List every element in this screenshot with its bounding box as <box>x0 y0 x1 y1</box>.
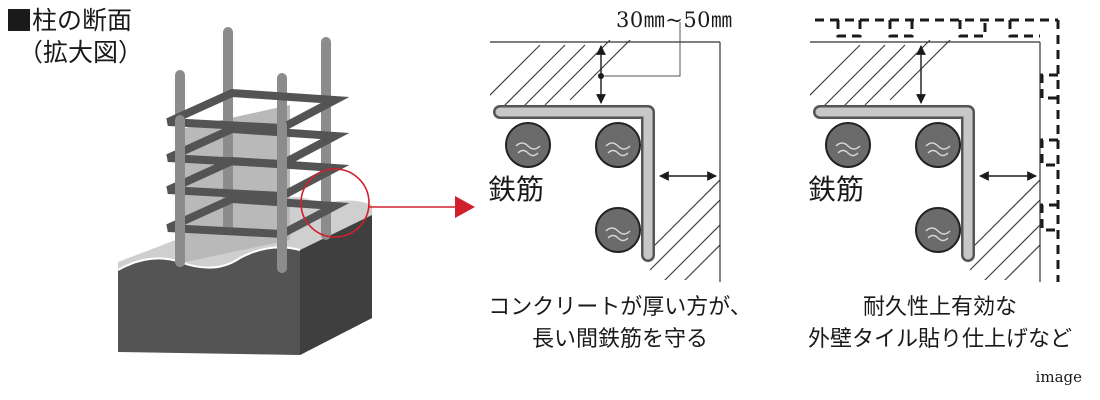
title-text: 柱の断面 <box>32 6 133 35</box>
detail-left <box>490 22 721 282</box>
concrete-base-side <box>300 215 372 355</box>
caption-left-line-2: 長い間鉄筋を守る <box>531 327 708 352</box>
tile-finish-outline <box>815 18 1060 282</box>
caption-right: 耐久性上有効な 外壁タイル貼り仕上げなど <box>780 292 1100 356</box>
column-core <box>185 105 290 262</box>
caption-left-line-1: コンクリートが厚い方が、 <box>488 295 752 320</box>
caption-right-line-2: 外壁タイル貼り仕上げなど <box>807 327 1072 352</box>
diagram-subtitle: （拡大図） <box>18 38 144 67</box>
detail-right <box>810 18 1060 282</box>
rebar-circles-left <box>505 122 641 253</box>
column-illustration <box>117 27 475 355</box>
pointer-arrow-icon <box>455 196 475 218</box>
highlight-circle <box>300 168 370 238</box>
title-square-icon <box>8 9 30 31</box>
diagram-title: 柱の断面 <box>8 6 132 36</box>
rebar-label-right: 鉄筋 <box>808 173 865 206</box>
rebar-label-left: 鉄筋 <box>488 173 545 206</box>
dimension-label: 30㎜~50㎜ <box>616 8 733 32</box>
caption-right-line-1: 耐久性上有効な <box>862 295 1017 320</box>
rebar-circles-right <box>825 122 961 253</box>
caption-left: コンクリートが厚い方が、 長い間鉄筋を守る <box>470 292 770 356</box>
hoop-rebars <box>166 88 350 239</box>
image-note: image <box>1035 368 1082 386</box>
